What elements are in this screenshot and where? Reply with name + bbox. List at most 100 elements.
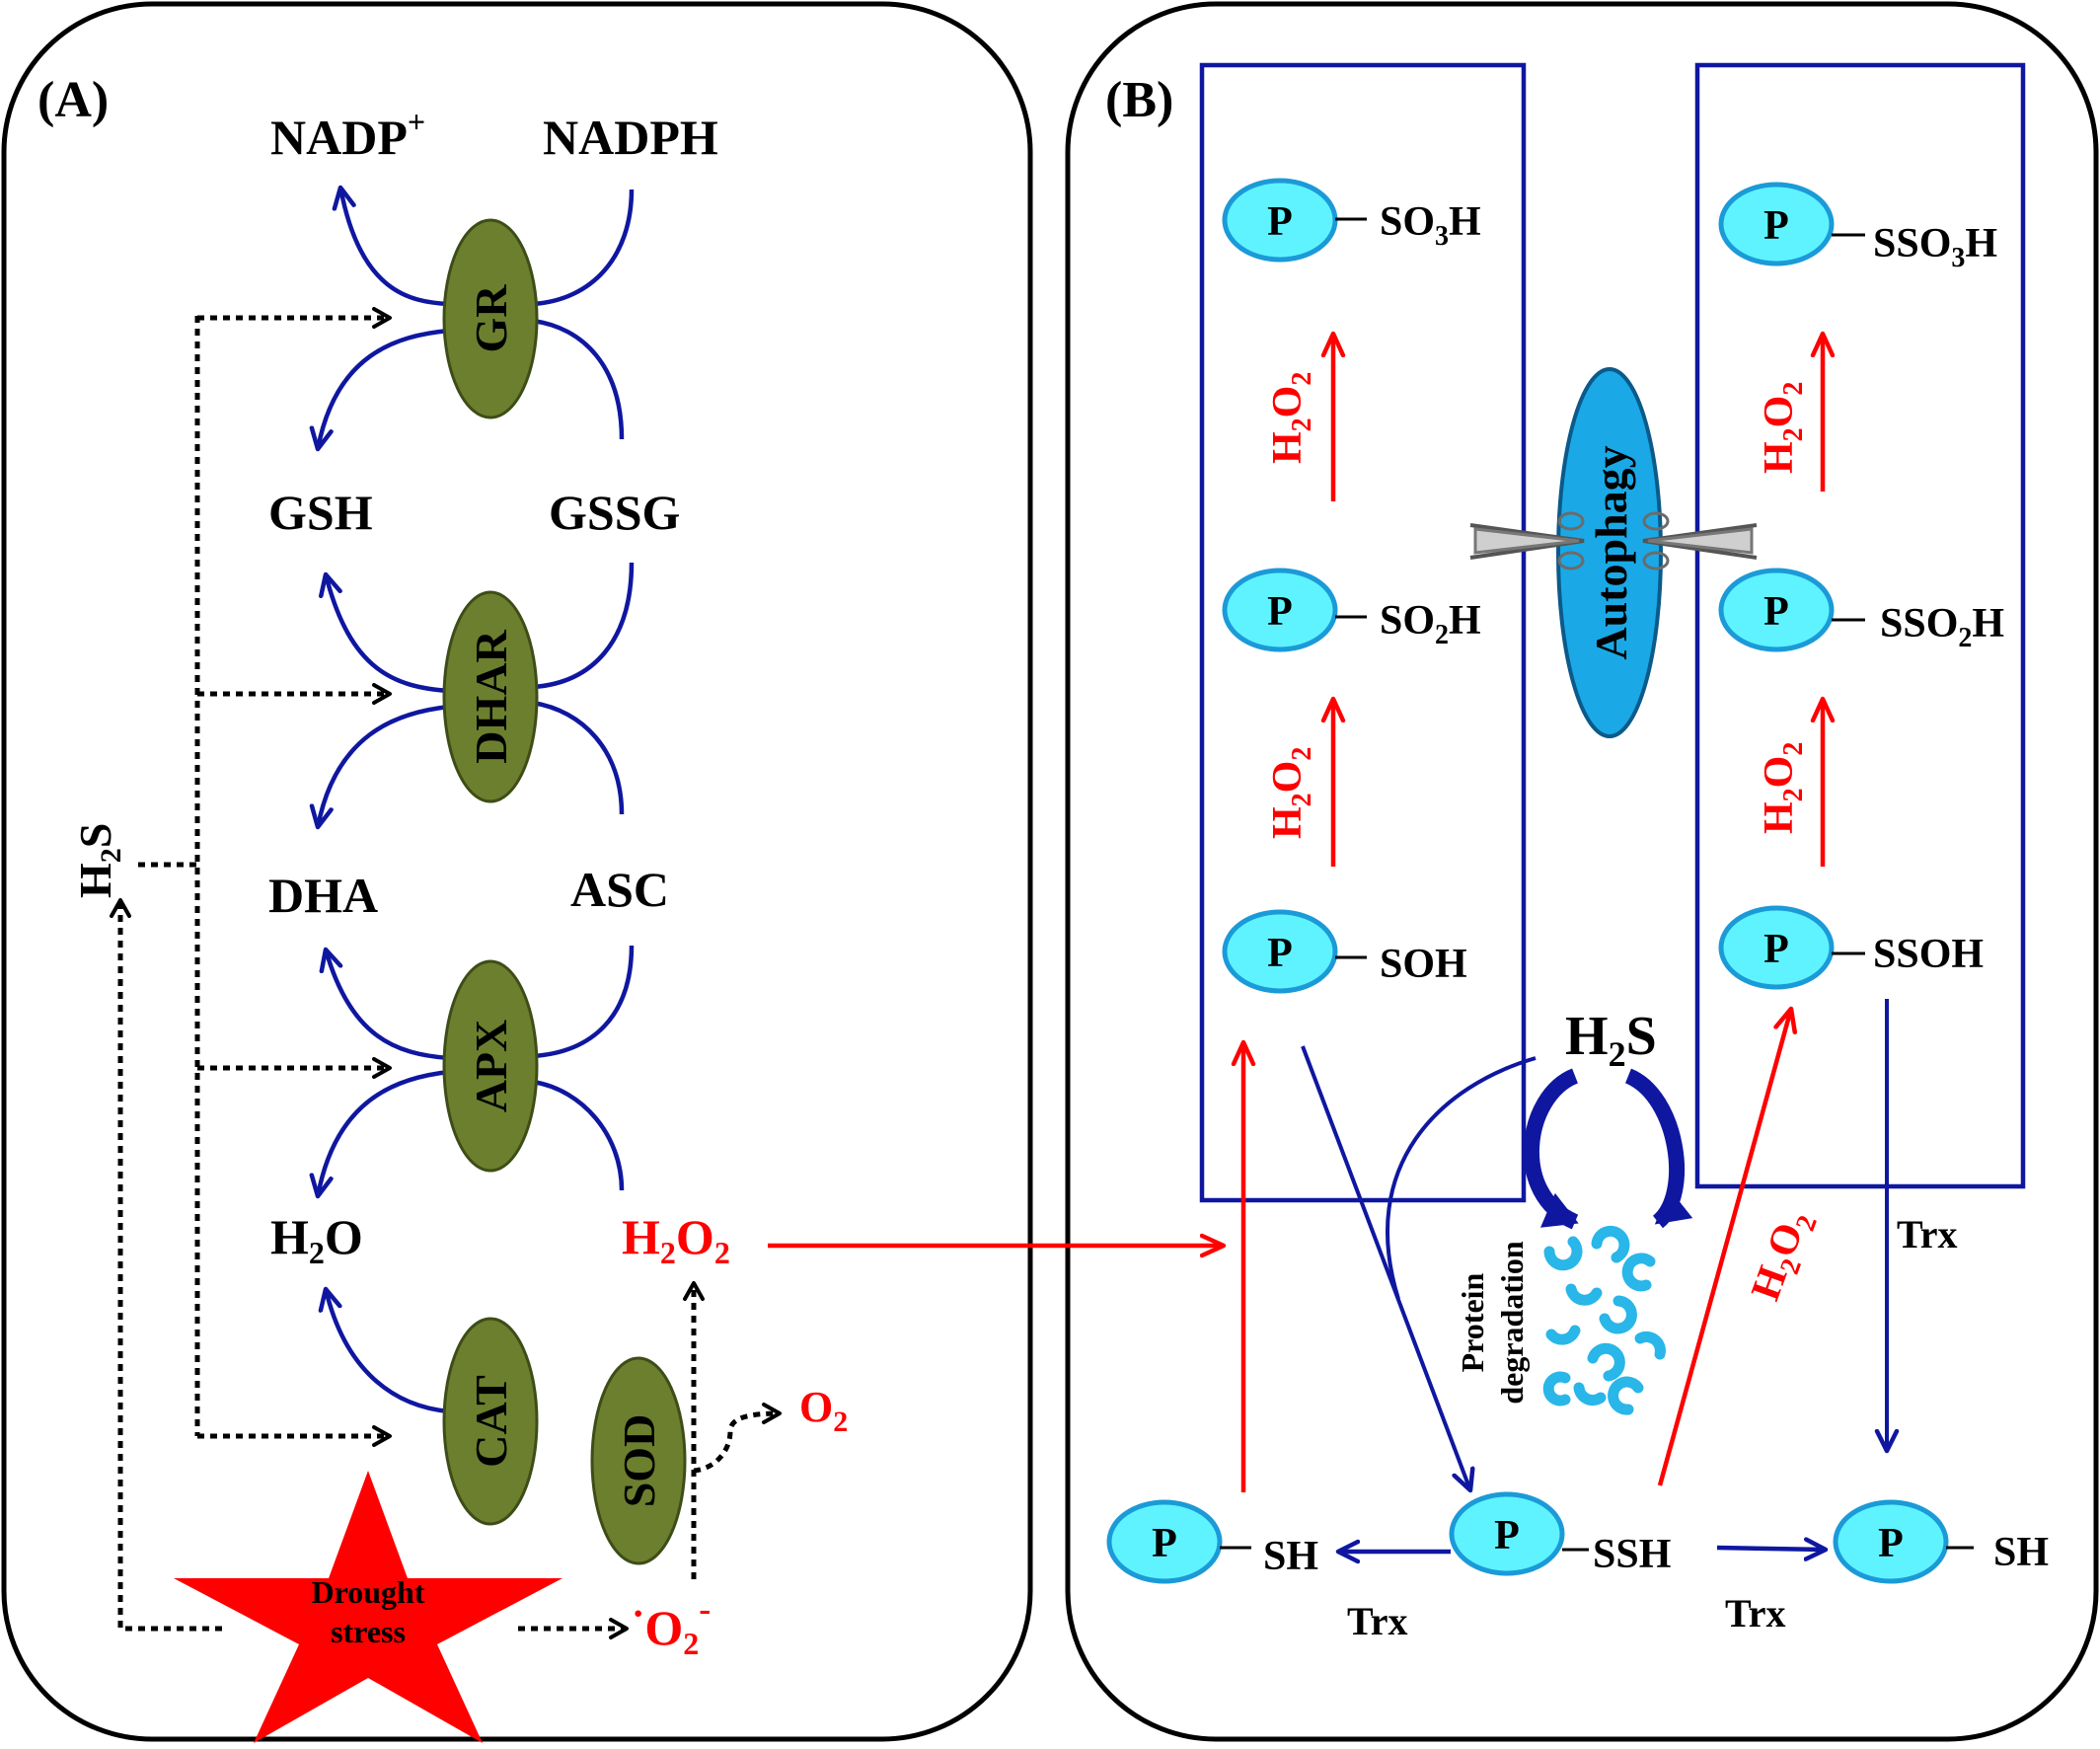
h2s-label-a: H2S	[70, 823, 127, 898]
h2s-persulfidation-curve	[1386, 1056, 1537, 1300]
h2o2-label-right-top: H2O2	[1757, 382, 1809, 474]
oxidation-arrows	[1333, 334, 1823, 867]
gr-out-bottom-arrow	[318, 328, 450, 449]
gr-out-top-arrow	[340, 188, 450, 307]
sso3h-label: SSO3H	[1873, 221, 1997, 273]
superoxide-label: ·O2-	[632, 1589, 711, 1661]
drought-stress-star: Drought stress	[174, 1471, 562, 1743]
protein-so2h: P SO2H	[1222, 568, 1481, 652]
protein-label: P	[1494, 1513, 1520, 1559]
h2s-degradation-arrows	[1524, 1068, 1693, 1230]
bottom-row: P SH P SSH P SH	[1106, 1491, 2049, 1584]
panel-b-frame	[1065, 1, 2099, 1742]
protein-sh-left: P SH	[1106, 1499, 1318, 1584]
degradation-text: degradation	[1494, 1241, 1530, 1405]
gsh-label: GSH	[268, 485, 373, 540]
nadph-label: NADPH	[543, 110, 718, 165]
protein-sso2h: P SSO2H	[1718, 568, 2004, 653]
ssh-to-ssoh-arrow	[1657, 1009, 1791, 1486]
sod-label: SOD	[614, 1414, 664, 1508]
so2h-label: SO2H	[1380, 598, 1481, 650]
dhar-label: DHAR	[466, 630, 516, 764]
apx-label: APX	[466, 1020, 516, 1113]
ssh-label: SSH	[1593, 1532, 1671, 1577]
dhar-enzyme: DHAR	[442, 590, 539, 803]
cat-out-arrow	[326, 1289, 450, 1414]
protein-so3h: P SO3H	[1222, 178, 1481, 263]
gr-in-bottom-curve	[532, 318, 625, 440]
sso2h-label: SSO2H	[1880, 601, 2004, 653]
h2o2-label: H2O2	[622, 1209, 730, 1270]
apx-out-bottom-arrow	[318, 1069, 450, 1196]
sod-enzyme: SOD	[590, 1356, 687, 1565]
h2o2-label-left-top: H2O2	[1265, 372, 1317, 464]
stress-to-h2s-arrow	[110, 898, 222, 1632]
asc-label: ASC	[570, 862, 669, 917]
dhar-in-top-curve	[532, 562, 635, 690]
apx-out-top-arrow	[326, 950, 450, 1061]
trx-label-right: Trx	[1897, 1212, 1957, 1256]
ssh-to-sh-right-arrow	[1716, 1548, 1826, 1550]
protein-label: P	[1763, 203, 1789, 249]
protein-soh: P SOH	[1222, 909, 1467, 994]
h2o-label: H2O	[270, 1209, 363, 1270]
protein-sso3h: P SSO3H	[1718, 182, 1997, 273]
gr-enzyme: GR	[442, 218, 539, 419]
dhar-in-bottom-curve	[532, 700, 625, 815]
apx-in-bottom-curve	[532, 1079, 625, 1191]
protein-label: P	[1878, 1521, 1904, 1566]
soh-to-ssh-arrow	[1301, 1045, 1470, 1490]
scissors-icon	[1469, 511, 1758, 570]
apx-enzyme: APX	[442, 959, 539, 1173]
sod-to-o2-arrow	[693, 1403, 782, 1474]
trx-label-left: Trx	[1347, 1599, 1407, 1643]
right-compartment	[1694, 62, 2026, 1189]
h2o2-label-diagonal: H2O2	[1743, 1204, 1824, 1309]
so3h-label: SO3H	[1380, 199, 1481, 252]
protein-sh-right: P SH	[1833, 1499, 2049, 1584]
protein-label: P	[1152, 1521, 1177, 1566]
protein-label: P	[1267, 199, 1293, 245]
h2s-label-b: H2S	[1565, 1006, 1657, 1074]
cat-enzyme: CAT	[442, 1317, 539, 1526]
cat-label: CAT	[466, 1375, 516, 1468]
protein-ssh: P SSH	[1449, 1491, 1671, 1577]
gr-in-top-curve	[532, 189, 635, 307]
ssoh-label: SSOH	[1873, 932, 1984, 977]
dhar-out-top-arrow	[326, 574, 450, 694]
oxidant-labels: H2O2 H2O2 H2O2 H2O2 H2O2	[1265, 372, 1824, 1309]
dha-label: DHA	[268, 868, 378, 923]
gr-label: GR	[466, 284, 516, 353]
sh-right-label: SH	[1993, 1530, 2049, 1575]
stress-label: stress	[331, 1614, 406, 1649]
left-column: P SO3H P SO2H P SOH	[1222, 178, 1481, 994]
protein-ssoh: P SSOH	[1718, 905, 1984, 990]
apx-in-top-curve	[532, 945, 635, 1059]
protein-label: P	[1267, 589, 1293, 635]
sh-left-label: SH	[1263, 1534, 1318, 1579]
protein-label: P	[1267, 931, 1293, 976]
enzymes: GR DHAR APX CAT SOD	[442, 218, 687, 1565]
protein-text: Protein	[1455, 1272, 1490, 1372]
panel-a-frame	[1, 1, 1033, 1742]
drought-label: Drought	[312, 1574, 425, 1610]
nadp-plus-label: NADP+	[270, 104, 425, 165]
panel-a-label: (A)	[38, 72, 109, 128]
h2o2-label-right-bottom: H2O2	[1757, 742, 1809, 834]
autophagy-label: Autophagy	[1586, 445, 1636, 659]
h2o2-label-left-bottom: H2O2	[1265, 747, 1317, 839]
soh-label: SOH	[1380, 942, 1467, 987]
protein-label: P	[1763, 927, 1789, 972]
panel-b-label: (B)	[1105, 72, 1173, 128]
autophagy-organelle: Autophagy	[1556, 367, 1663, 738]
h2s-regulation-lines	[110, 307, 782, 1639]
protein-fragments	[1542, 1225, 1666, 1415]
enzyme-reaction-curves	[318, 188, 635, 1414]
h2s-right-thick-arrow	[1624, 1068, 1693, 1229]
h2s-left-thick-arrow	[1524, 1068, 1579, 1230]
o2-label: O2	[799, 1383, 848, 1438]
trx-label-middle: Trx	[1725, 1591, 1785, 1635]
right-column: P SSO3H P SSO2H P SSOH	[1718, 182, 2004, 990]
